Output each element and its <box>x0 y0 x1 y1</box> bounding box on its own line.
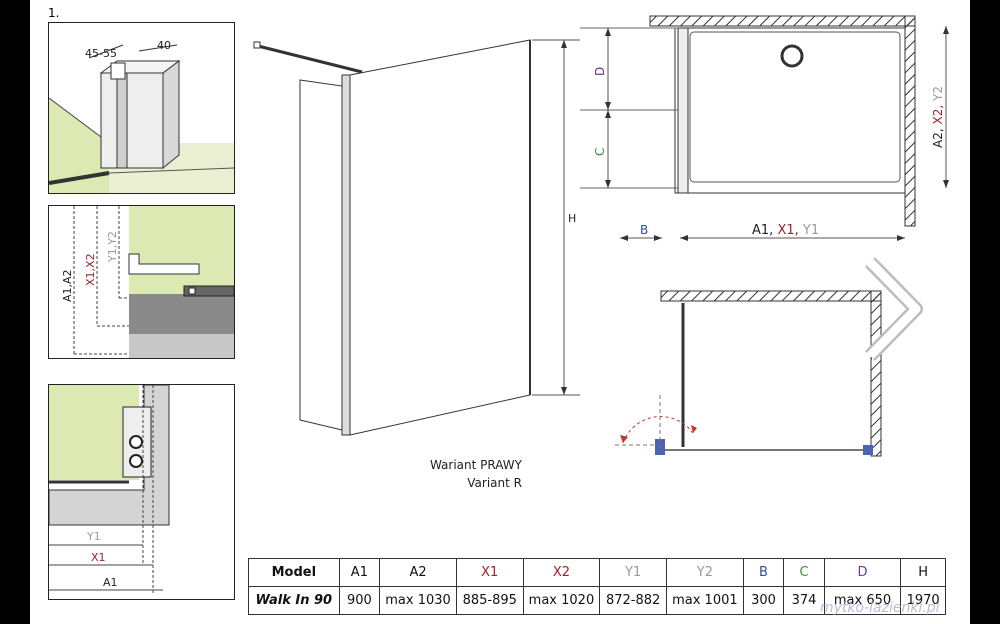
header-model: Model <box>248 558 340 587</box>
label-x1: X1 <box>91 551 106 564</box>
label-a1-a2: A1,A2 <box>61 269 74 302</box>
chevron-right-icon <box>864 257 923 361</box>
dimensions-table: Model A1 A2 X1 X2 Y1 Y2 B C D H Walk In … <box>248 558 946 615</box>
label-a1-x1-y1: A1, X1, Y1 <box>752 223 819 238</box>
watermark: mytko-lazienki.pl <box>820 600 940 616</box>
cell-x1: 885-895 <box>455 586 524 615</box>
label-d: D <box>593 67 607 76</box>
swing-plan-drawing <box>615 290 882 457</box>
header-a2: A2 <box>379 558 457 587</box>
label-c: C <box>593 148 607 156</box>
label-y1: Y1 <box>86 530 101 543</box>
label-b: B <box>640 223 648 237</box>
label-y1-y2: Y1,Y2 <box>106 231 119 263</box>
label-h: H <box>568 212 576 225</box>
spec-sheet: 1. 45-55 40 <box>30 0 970 624</box>
cell-d: max 650 <box>823 586 902 615</box>
header-h: H <box>900 558 946 587</box>
dim-45-55: 45-55 <box>85 47 117 60</box>
header-c: C <box>783 558 825 587</box>
figure-label: 1. <box>48 6 60 20</box>
detail-panel-section: A1,A2 X1,X2 Y1,Y2 <box>48 205 235 359</box>
header-x2: X2 <box>522 558 601 587</box>
caption-variant-pl: Wariant PRAWY <box>429 458 522 472</box>
main-elevation-drawing: H <box>253 39 580 436</box>
next-image-button[interactable] <box>858 254 928 364</box>
cell-a1: 900 <box>338 586 381 615</box>
header-y1: Y1 <box>599 558 667 587</box>
cell-h: 1970 <box>900 586 946 615</box>
cell-y2: max 1001 <box>666 586 744 615</box>
section-drawing: A1,A2 X1,X2 Y1,Y2 <box>61 206 234 358</box>
cell-y1: 872-882 <box>599 586 667 615</box>
header-a1: A1 <box>338 558 381 587</box>
cell-c: 374 <box>783 586 825 615</box>
header-y2: Y2 <box>666 558 744 587</box>
header-b: B <box>742 558 785 587</box>
dim-40: 40 <box>157 39 171 52</box>
plan-view-drawing: D C A2, X2, Y2 B A1, X1, Y1 <box>580 15 949 241</box>
label-x1-x2: X1,X2 <box>84 253 97 286</box>
table-header-row: Model A1 A2 X1 X2 Y1 Y2 B C D H <box>248 558 946 587</box>
cell-b: 300 <box>742 586 785 615</box>
cell-a2: max 1030 <box>379 586 457 615</box>
detail-panel-corner: Y1 X1 A1 <box>48 384 235 600</box>
caption-variant-en: Variant R <box>467 476 522 490</box>
corner-drawing: Y1 X1 A1 <box>49 385 170 595</box>
header-d: D <box>823 558 902 587</box>
label-a1: A1 <box>103 576 118 589</box>
profile-drawing: 45-55 40 <box>49 39 234 193</box>
header-x1: X1 <box>455 558 524 587</box>
cell-x2: max 1020 <box>522 586 601 615</box>
cell-model: Walk In 90 <box>248 586 340 615</box>
detail-panel-profile: 45-55 40 <box>48 22 235 194</box>
table-row: Walk In 90 900 max 1030 885-895 max 1020… <box>248 586 946 615</box>
label-a2-x2-y2: A2, X2, Y2 <box>931 86 945 148</box>
